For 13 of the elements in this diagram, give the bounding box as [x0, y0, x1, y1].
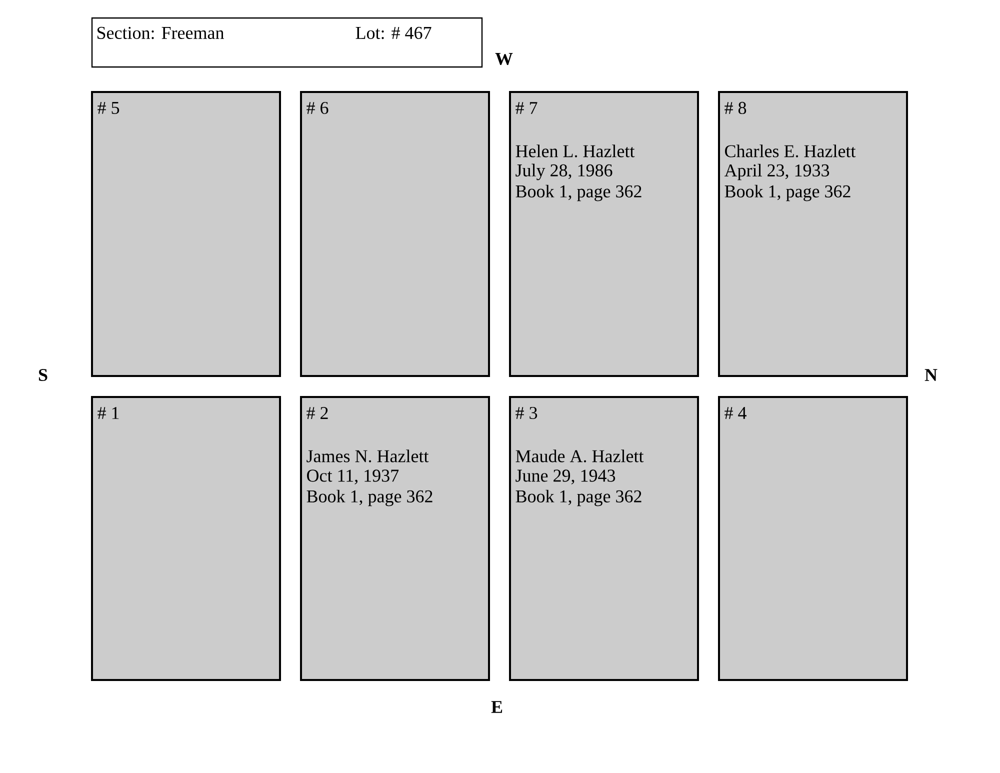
plot-box: # 8 Charles E. Hazlett April 23, 1933 Book 1, page 362 — [718, 91, 908, 377]
plot-box: # 1 — [91, 396, 281, 681]
plot-box: # 2 James N. Hazlett Oct 11, 1937 Book 1, page 362 — [300, 396, 490, 681]
compass-letter: S — [38, 368, 48, 382]
compass-letter: N — [924, 369, 938, 381]
plot-box: # 5 — [91, 91, 281, 377]
plot-box: # 7 Helen L. Hazlett July 28, 1986 Book 1, page 362 — [509, 91, 699, 377]
plot-box: # 4 — [718, 396, 908, 681]
plot-box: # 6 — [300, 91, 490, 377]
compass-letter: W — [495, 52, 513, 66]
header-box: Section: Freeman Lot: # 467 — [91, 17, 483, 68]
compass-letter: E — [491, 701, 502, 713]
plot-box: # 3 Maude A. Hazlett June 29, 1943 Book 1, page 362 — [509, 396, 699, 681]
